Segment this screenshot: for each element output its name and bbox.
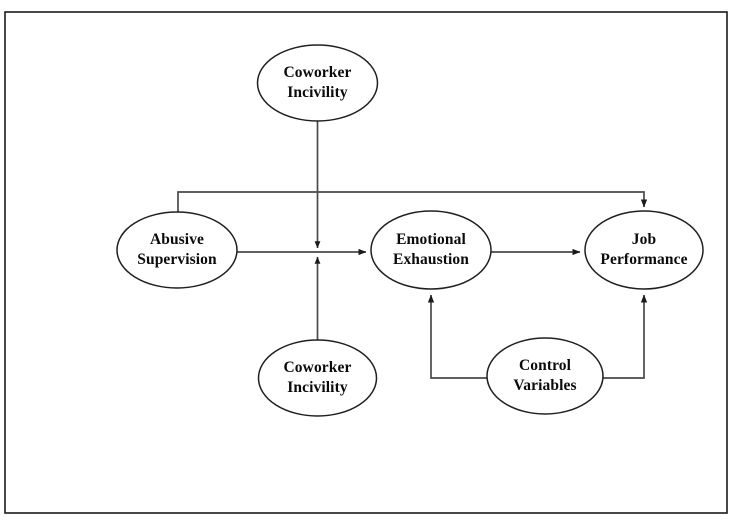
figure-border bbox=[4, 11, 728, 514]
edge-control-variables-to-emotional-exhaustion bbox=[427, 294, 487, 379]
node-coworker-incivility-top[interactable] bbox=[256, 44, 379, 122]
edge-abusive-supervision-to-job-performance bbox=[177, 191, 648, 212]
node-job-performance[interactable] bbox=[584, 210, 704, 290]
edge-control-variables-to-job-performance bbox=[603, 294, 648, 379]
node-coworker-incivility-bottom[interactable] bbox=[257, 339, 378, 417]
node-emotional-exhaustion[interactable] bbox=[370, 210, 492, 290]
node-abusive-supervision[interactable] bbox=[116, 211, 238, 289]
node-control-variables[interactable] bbox=[486, 337, 604, 415]
